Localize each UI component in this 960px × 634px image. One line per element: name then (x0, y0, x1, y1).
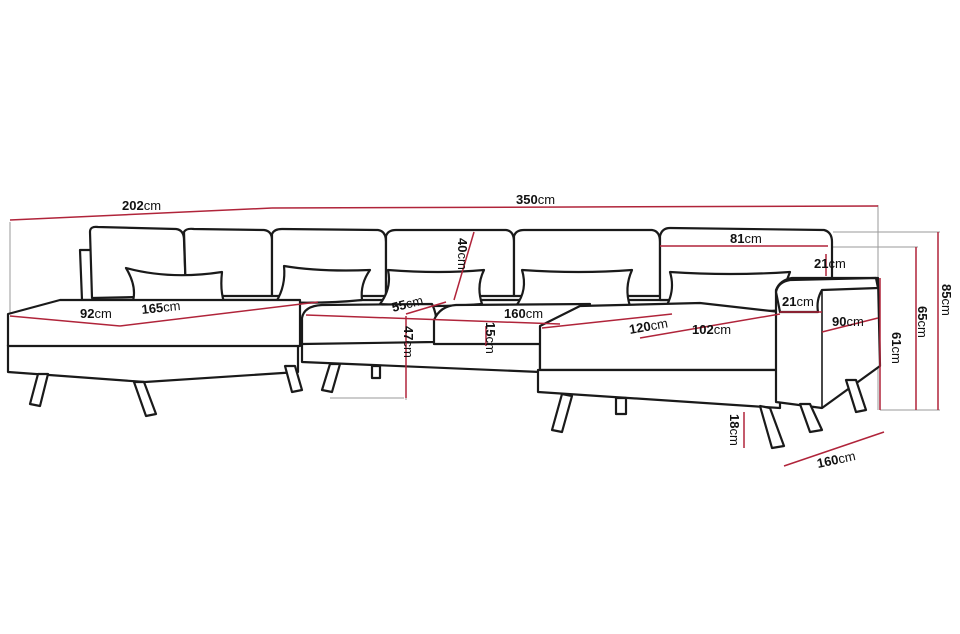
dim-line-92 (9, 315, 121, 327)
label-40: 40cm (455, 238, 470, 270)
label-15: 15cm (483, 322, 498, 354)
dim-line-202 (9, 207, 273, 221)
label-85: 85cm (939, 284, 954, 316)
dim-line-165 (119, 301, 319, 327)
dimension-lines (9, 205, 939, 467)
dim-line-40 (453, 231, 475, 301)
legs (28, 362, 868, 450)
leg (614, 396, 628, 416)
leg (28, 372, 50, 408)
dimension-labels: 202cm 350cm 92cm 165cm 40cm 55cm 47cm 15… (80, 192, 954, 471)
label-160-chaise: 160cm (816, 448, 857, 471)
label-202: 202cm (122, 198, 161, 213)
leg (550, 392, 574, 434)
label-61: 61cm (889, 332, 904, 364)
right-chaise-seat (538, 301, 782, 372)
pillow-4 (514, 268, 634, 310)
leg (132, 380, 158, 418)
dim-line-160-chaise (783, 431, 885, 467)
sofa-outline (6, 225, 882, 410)
armrest-top (774, 276, 880, 314)
label-47: 47cm (401, 326, 416, 358)
dim-line-102 (639, 313, 781, 339)
dim-line-120 (541, 313, 673, 329)
right-chaise-frame (536, 368, 782, 410)
leg (844, 378, 868, 414)
label-21-top: 21cm (814, 256, 846, 271)
label-55: 55cm (390, 293, 424, 315)
label-90: 90cm (832, 314, 864, 329)
leg (798, 402, 824, 434)
dim-line-160-mid (305, 314, 561, 325)
leg (370, 364, 382, 380)
label-120: 120cm (628, 315, 669, 337)
left-chaise-frame (6, 343, 300, 384)
leg (320, 362, 342, 394)
label-102: 102cm (692, 322, 731, 337)
label-165: 165cm (141, 298, 181, 317)
leg (283, 364, 304, 394)
dim-line-90 (821, 317, 879, 333)
left-chaise-seat (6, 298, 302, 348)
label-18: 18cm (727, 414, 742, 446)
dim-line-350 (271, 205, 879, 209)
label-81: 81cm (730, 231, 762, 246)
pillow-2 (274, 264, 372, 304)
label-160-mid: 160cm (504, 306, 543, 321)
label-92: 92cm (80, 306, 112, 321)
label-21-inner: 21cm (782, 294, 814, 309)
label-65: 65cm (915, 306, 930, 338)
leg (758, 404, 786, 450)
dim-line-55 (405, 301, 447, 315)
label-350: 350cm (516, 192, 555, 207)
